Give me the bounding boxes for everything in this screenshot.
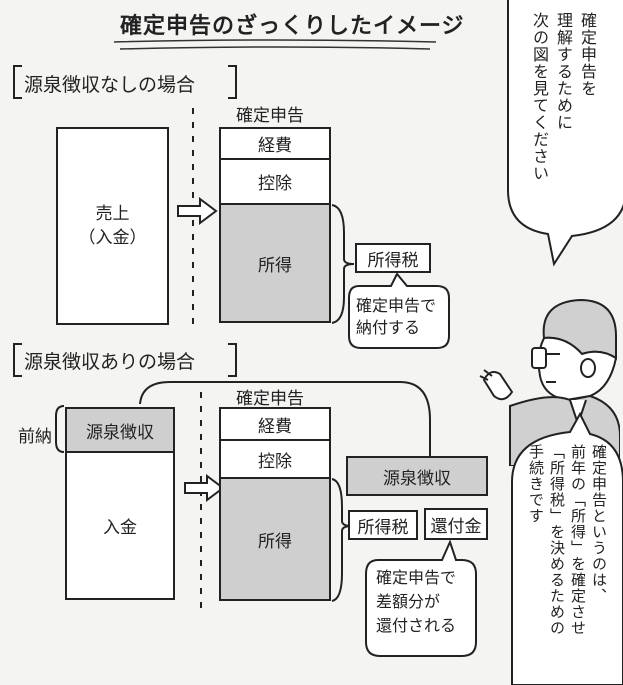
sales-label: 売上 （入金） <box>78 204 147 248</box>
expenses-box-2: 経費 <box>219 407 331 441</box>
deduction-box-2: 控除 <box>219 439 331 479</box>
income-tax-box-1: 所得税 <box>355 243 431 273</box>
deposit-box: 入金 <box>65 451 175 600</box>
section2-heading: 源泉徴収ありの場合 <box>24 351 196 373</box>
note-text-1: 確定申告で 納付する <box>356 296 437 337</box>
note-bubble-1 <box>348 272 450 349</box>
refund-label: 還付金 <box>430 516 482 537</box>
explain-bubble <box>511 412 623 685</box>
deduction-label-1: 控除 <box>258 174 292 194</box>
prepaid-label: 前納 <box>18 427 52 447</box>
deposit-label: 入金 <box>103 518 137 538</box>
withholding-right-box: 源泉徴収 <box>346 456 488 496</box>
income-label-2: 所得 <box>258 531 292 552</box>
explain-text: 確定申告というのは、 前年の「所得」を確定させ 「所得税」を決めるための 手続き… <box>527 444 608 636</box>
withholding-left-label: 源泉徴収 <box>86 422 154 443</box>
expenses-box-1: 経費 <box>219 127 331 160</box>
income-label-1: 所得 <box>258 255 292 276</box>
return-header-1: 確定申告 <box>236 106 304 126</box>
divider-dashed-1 <box>192 108 194 328</box>
section1-heading-brackets <box>13 65 237 99</box>
right-arrow-icon <box>184 474 225 502</box>
income-box-1: 所得 <box>219 203 331 323</box>
section1-heading: 源泉徴収なしの場合 <box>24 74 196 96</box>
expenses-label-2: 経費 <box>258 416 292 437</box>
intro-text: 確定申告を 理解するために 次の図を見てください <box>530 12 597 182</box>
withholding-right-label: 源泉徴収 <box>383 468 451 489</box>
divider-dashed-2 <box>200 392 202 612</box>
prepaid-bracket <box>55 405 65 453</box>
sales-box: 売上 （入金） <box>56 127 169 325</box>
deduction-box-1: 控除 <box>219 158 331 205</box>
return-header-2: 確定申告 <box>236 389 304 409</box>
title-underline <box>113 39 437 50</box>
brace-1 <box>331 204 355 324</box>
income-box-2: 所得 <box>219 477 331 601</box>
withholding-left-box: 源泉徴収 <box>65 407 175 453</box>
note-bubble-2 <box>365 539 477 657</box>
diagram-title: 確定申告のざっくりしたイメージ <box>120 14 465 39</box>
section2-heading-brackets <box>13 343 237 377</box>
deduction-label-2: 控除 <box>258 451 292 472</box>
note-text-2: 確定申告で 差額分が 還付される <box>376 568 457 635</box>
refund-box: 還付金 <box>424 508 488 540</box>
expenses-label-1: 経費 <box>258 136 292 156</box>
income-tax-label-2: 所得税 <box>357 517 409 538</box>
intro-bubble <box>507 0 623 267</box>
withholding-connector <box>139 381 431 458</box>
income-tax-box-2: 所得税 <box>348 510 418 540</box>
right-arrow-icon <box>177 197 218 225</box>
income-tax-label-1: 所得税 <box>367 250 419 271</box>
